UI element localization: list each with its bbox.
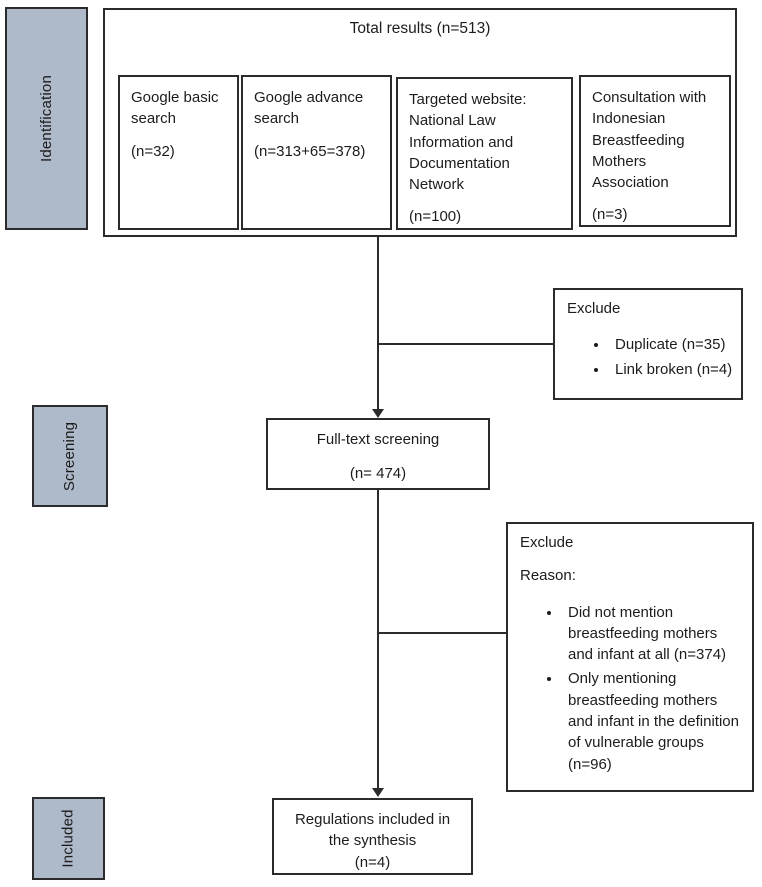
regulations-included-text: Regulations included in the synthesis xyxy=(294,811,451,850)
exclude-2-item: Did not mention breastfeeding mothers an… xyxy=(562,602,744,666)
exclude-1-item: Link broken (n=4) xyxy=(609,359,733,380)
stage-box-included: Included xyxy=(32,797,105,880)
fulltext-screening-label: Full-text screening xyxy=(316,431,440,448)
source-box-targeted-website: Targeted website: National Law Informati… xyxy=(396,77,573,230)
exclude-1-item: Duplicate (n=35) xyxy=(609,334,733,355)
source-count: (n=32) xyxy=(131,142,175,160)
source-count: (n=100) xyxy=(409,208,462,226)
fulltext-screening-box: Full-text screening (n= 474) xyxy=(266,418,490,490)
source-name: Targeted website: National Law Informati… xyxy=(409,91,527,194)
exclude-box-1: Exclude Duplicate (n=35) Link broken (n=… xyxy=(553,288,743,400)
stage-label-screening: Screening xyxy=(61,421,79,491)
source-count: (n=3) xyxy=(592,206,628,224)
source-name: Consultation with Indonesian Breastfeedi… xyxy=(592,89,707,192)
total-results-box: Total results (n=513) Google basic searc… xyxy=(103,8,737,237)
stage-label-included: Included xyxy=(60,809,77,868)
stage-box-screening: Screening xyxy=(32,405,108,507)
stage-label-identification: Identification xyxy=(38,74,55,163)
source-box-google-advance-search: Google advance search (n=313+65=378) xyxy=(241,75,392,230)
exclude-2-list: Did not mention breastfeeding mothers an… xyxy=(520,602,744,775)
regulations-included-box: Regulations included in the synthesis (n… xyxy=(272,798,473,875)
branch-line-to-exclude-1 xyxy=(378,343,553,345)
exclude-2-item: Only mentioning breastfeeding mothers an… xyxy=(562,668,744,774)
exclude-1-title: Exclude xyxy=(567,300,621,317)
fulltext-screening-count: (n= 474) xyxy=(349,465,407,483)
exclude-2-title: Exclude xyxy=(520,534,574,551)
total-results-title: Total results (n=513) xyxy=(349,20,491,37)
arrow-line-total-to-fulltext xyxy=(377,237,379,410)
exclude-box-2: Exclude Reason: Did not mention breastfe… xyxy=(506,522,754,792)
branch-line-to-exclude-2 xyxy=(378,632,506,634)
arrowhead-fulltext-to-included xyxy=(372,788,384,797)
source-box-consultation: Consultation with Indonesian Breastfeedi… xyxy=(579,75,731,227)
arrow-line-fulltext-to-included xyxy=(377,490,379,789)
stage-box-identification: Identification xyxy=(5,7,88,230)
exclude-2-subtitle: Reason: xyxy=(520,567,576,585)
arrowhead-total-to-fulltext xyxy=(372,409,384,418)
source-count: (n=313+65=378) xyxy=(254,142,366,160)
source-box-google-basic-search: Google basic search (n=32) xyxy=(118,75,239,230)
regulations-included-count: (n=4) xyxy=(354,853,391,871)
source-name: Google advance search xyxy=(254,89,364,128)
exclude-1-list: Duplicate (n=35) Link broken (n=4) xyxy=(567,334,733,380)
source-name: Google basic search xyxy=(131,89,219,128)
